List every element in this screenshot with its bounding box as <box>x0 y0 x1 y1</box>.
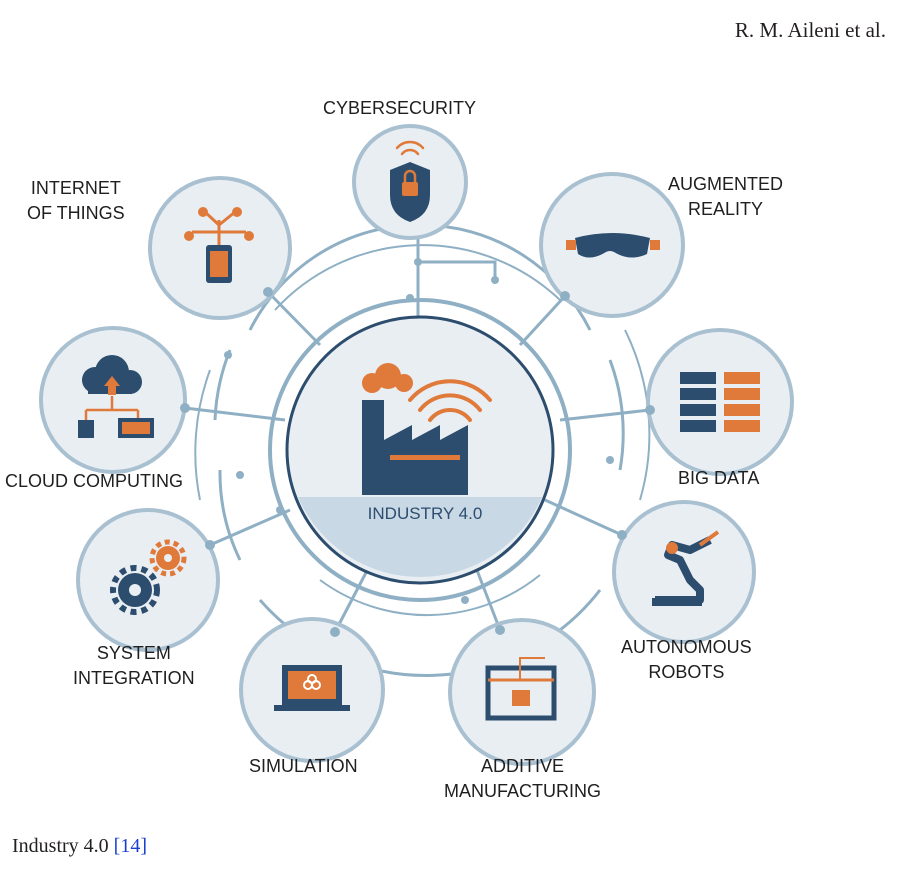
node-big-data <box>646 328 794 476</box>
node-system-integration <box>76 508 220 652</box>
3d-printer-icon <box>485 657 557 721</box>
hub-base-fill <box>298 497 542 578</box>
label-simulation: SIMULATION <box>249 756 358 776</box>
cloud-network-icon <box>78 355 154 438</box>
caption-reference-link[interactable]: [14] <box>113 835 147 857</box>
lock-shield-icon <box>390 140 430 222</box>
node-augmented-reality <box>539 172 685 318</box>
page-header-author: R. M. Aileni et al. <box>734 18 886 42</box>
node-additive-manufacturing <box>448 618 596 766</box>
robot-arm-icon <box>652 530 720 606</box>
node-internet-of-things <box>148 176 292 320</box>
node-cloud-computing <box>39 326 187 474</box>
node-cybersecurity <box>352 124 468 240</box>
node-simulation <box>239 617 385 763</box>
hub-label: INDUSTRY 4.0 <box>367 504 483 523</box>
gears-icon <box>110 539 187 615</box>
laptop-simulation-icon <box>274 665 350 711</box>
label-cybersecurity: CYBERSECURITY <box>323 98 477 118</box>
connector-dots <box>180 258 655 637</box>
caption-text: Industry 4.0 <box>12 835 114 857</box>
figure-caption: Industry 4.0 [14] <box>12 835 147 858</box>
node-autonomous-robots <box>612 500 756 644</box>
label-big-data: BIG DATA <box>678 468 760 488</box>
iot-tablet-icon <box>184 207 254 283</box>
hub-outer-ring <box>268 298 572 602</box>
server-rack-icon <box>680 372 760 432</box>
vr-headset-icon <box>566 233 660 258</box>
factory-wifi-icon <box>362 363 492 495</box>
label-cloud-computing: CLOUD COMPUTING <box>5 471 184 491</box>
